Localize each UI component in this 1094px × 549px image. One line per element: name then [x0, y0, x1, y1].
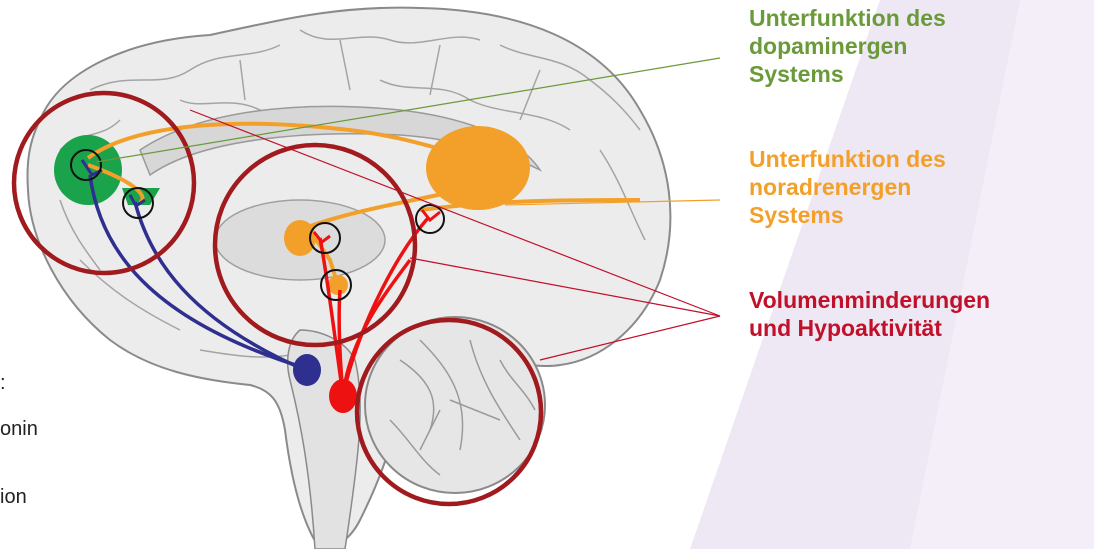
noradrenaline-region-parietal: [426, 126, 530, 210]
volume-label-line-2: und Hypoaktivität: [749, 314, 990, 342]
volume-label-line-1: Volumenminderungen: [749, 286, 990, 314]
clipped-text-3: ion: [0, 486, 27, 509]
noradrenaline-label-line-1: Unterfunktion des: [749, 145, 946, 173]
serotonin-raphe: [293, 354, 321, 386]
noradrenaline-label: Unterfunktion des noradrenergen Systems: [749, 145, 946, 229]
clipped-text-2: onin: [0, 418, 38, 441]
noradrenaline-label-line-3: Systems: [749, 201, 946, 229]
cerebellum: [365, 317, 545, 493]
dopamine-label-line-2: dopaminergen: [749, 32, 946, 60]
noradrenaline-label-line-2: noradrenergen: [749, 173, 946, 201]
dopamine-label: Unterfunktion des dopaminergen Systems: [749, 4, 946, 88]
volume-label: Volumenminderungen und Hypoaktivität: [749, 286, 990, 342]
clipped-text-1: :: [0, 372, 6, 395]
red-nucleus: [329, 379, 357, 413]
dopamine-label-line-3: Systems: [749, 60, 946, 88]
dopamine-label-line-1: Unterfunktion des: [749, 4, 946, 32]
